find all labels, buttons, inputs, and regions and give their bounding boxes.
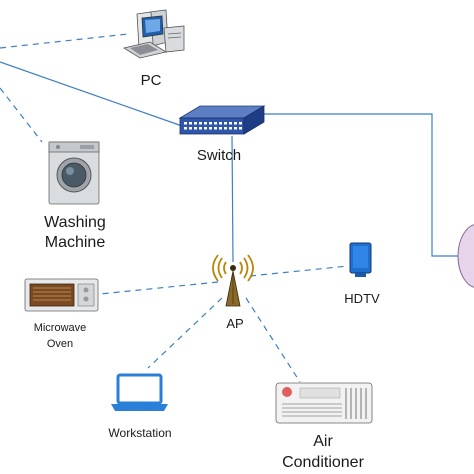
microwave-label-line2: Oven: [47, 338, 73, 350]
washing-machine-icon: [48, 141, 100, 205]
air-conditioner-label-line2: Conditioner: [282, 454, 365, 471]
hdtv-node[interactable]: HDTV: [344, 242, 380, 306]
workstation-node[interactable]: Workstation: [108, 373, 172, 440]
wired-link-switch-ap: [231, 135, 234, 263]
pc-label: PC: [141, 72, 162, 89]
switch-node[interactable]: Switch: [178, 105, 266, 164]
washing-machine-label-line2: Machine: [45, 234, 106, 251]
microwave-oven-icon: [24, 278, 99, 312]
links: [0, 33, 462, 383]
wireless-link-ap-air-conditioner: [245, 297, 301, 383]
offscreen-node-right: [457, 224, 474, 288]
hdtv-icon: [349, 242, 372, 277]
wireless-antenna-icon: [212, 254, 254, 307]
hdtv-label: HDTV: [344, 291, 380, 306]
ap-node[interactable]: AP: [212, 254, 254, 331]
wireless-link-pc-offscreen: [0, 33, 129, 49]
wireless-link-ap-workstation: [147, 297, 223, 369]
network-switch-icon: [178, 105, 266, 135]
workstation-label: Workstation: [108, 426, 171, 440]
washing-machine-label-line1: Washing: [44, 214, 106, 231]
microwave-label-line1: Microwave: [34, 322, 87, 334]
ap-label: AP: [226, 316, 243, 331]
air-conditioner-node[interactable]: Air Conditioner: [275, 382, 373, 471]
wired-link-switch-offscreen-left: [0, 61, 183, 127]
wireless-link-ap-microwave: [99, 281, 219, 295]
wireless-link-ap-hdtv: [249, 265, 349, 277]
switch-label: Switch: [197, 147, 241, 164]
wireless-link-washing-offscreen: [0, 87, 43, 143]
pc-node[interactable]: PC: [122, 9, 185, 89]
microwave-node[interactable]: Microwave Oven: [24, 278, 99, 350]
wired-link-switch-offscreen-right: [262, 113, 462, 257]
laptop-icon: [111, 373, 168, 411]
washing-machine-node[interactable]: Washing Machine: [44, 141, 106, 251]
air-conditioner-icon: [275, 382, 373, 424]
desktop-computer-icon: [122, 9, 185, 59]
air-conditioner-label-line1: Air: [313, 433, 333, 450]
